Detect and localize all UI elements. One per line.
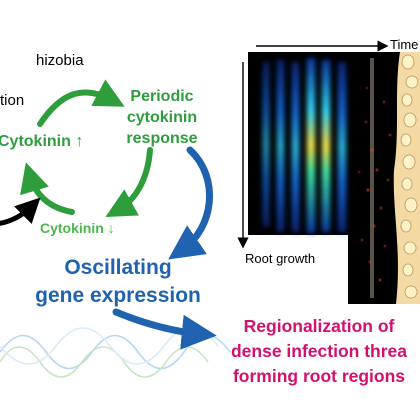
microscopy-image [248, 52, 420, 304]
label-regional-line1: Regionalization of [243, 316, 395, 336]
arrow-cytokinin-up-to-periodic [37, 79, 125, 127]
label-periodic-line2: cytokinin [126, 109, 198, 126]
label-infection: tion [0, 92, 25, 109]
label-rhizobia: hizobia [36, 52, 84, 69]
label-periodic-line3: response [126, 130, 198, 147]
arrow-periodic-to-oscillating [168, 146, 213, 260]
label-regional-line3: forming root regions [232, 366, 406, 386]
label-root-growth-axis: Root growth [245, 251, 316, 266]
arrow-rhizobia-input [0, 197, 41, 226]
label-time-axis: Time [390, 37, 419, 52]
arrow-oscillating-to-regionalization [112, 308, 217, 350]
label-cytokinin-up: Cytokinin ↑ [0, 133, 84, 150]
label-periodic-line1: Periodic [130, 88, 194, 105]
label-regional-line2: dense infection threa [230, 341, 407, 361]
arrow-cytokinin-down-to-up [20, 162, 75, 215]
infection-dots [358, 87, 392, 282]
label-oscillating-line2: gene expression [35, 284, 201, 307]
arrow-periodic-to-cytokinin-down [105, 147, 153, 218]
label-regionalization: Regionalization of dense infection threa… [204, 314, 420, 389]
label-cytokinin-down: Cytokinin ↓ [40, 220, 115, 236]
label-oscillating-expression: Oscillating gene expression [30, 254, 206, 310]
label-oscillating-line1: Oscillating [64, 256, 172, 279]
label-periodic-response: Periodic cytokinin response [108, 86, 216, 149]
